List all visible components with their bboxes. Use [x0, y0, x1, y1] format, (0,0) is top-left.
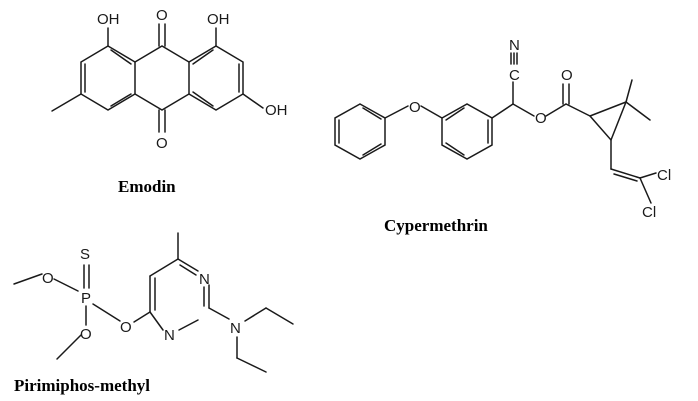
cypermethrin-o-ester: O [535, 110, 547, 127]
cypermethrin-methyl-2 [625, 101, 651, 121]
cypermethrin-o-bond-1 [512, 103, 535, 117]
cypermethrin-o-ether: O [409, 99, 421, 116]
cypermethrin-benzyl-double-3 [445, 142, 465, 156]
cypermethrin-o-carbonyl: O [561, 67, 573, 84]
pirimiphos-o-lower: O [80, 326, 92, 343]
emodin-central-ring [134, 45, 190, 111]
emodin-oh-top-left: OH [97, 11, 120, 28]
emodin-methyl-bond [51, 93, 82, 112]
cypermethrin-phenyl-double-3 [362, 107, 382, 120]
pirimiphos-methyl-name: Pirimiphos-methyl [14, 376, 150, 395]
pirimiphos-p: P [81, 290, 91, 307]
pirimiphos-methyl-upper [13, 273, 43, 285]
pirimiphos-ring-bond-6 [149, 311, 164, 331]
emodin-right-ring-double-1 [192, 49, 214, 65]
emodin-structure: OH O OH OH O Emodin [51, 7, 288, 196]
cypermethrin-cyclopropane [589, 100, 628, 142]
emodin-o-bottom: O [156, 135, 168, 152]
cypermethrin-c-nitrile: C [509, 67, 520, 84]
pirimiphos-o-p-upper [53, 278, 79, 292]
cypermethrin-ether-bond-1 [384, 105, 409, 119]
emodin-right-ring [188, 45, 244, 111]
cypermethrin-cl-bottom: Cl [642, 204, 656, 221]
pirimiphos-methyl-structure: S O P O O N N N Pirimiphos-methyl [13, 232, 294, 395]
pirimiphos-p-o-ester [92, 303, 121, 322]
cypermethrin-acyl-bond [565, 103, 591, 117]
emodin-o-top: O [156, 7, 168, 24]
cypermethrin-n: N [509, 37, 520, 54]
pirimiphos-ring-n-bond [208, 307, 230, 320]
emodin-oh-top-right: OH [207, 11, 230, 28]
cypermethrin-structure: N C O O O Cl Cl Cypermethrin [334, 37, 671, 235]
pirimiphos-ethyl-2b [236, 357, 267, 373]
cypermethrin-ch-bond [491, 103, 514, 119]
emodin-oh-bond-ring [242, 93, 264, 109]
pirimiphos-ring-bond-2 [149, 258, 179, 277]
emodin-right-ring-double-3 [192, 91, 214, 107]
cypermethrin-benzyl-double-1 [445, 107, 465, 121]
pirimiphos-ethyl-1a [244, 307, 267, 322]
emodin-name: Emodin [118, 177, 176, 196]
pirimiphos-s: S [80, 246, 90, 263]
cypermethrin-vinyl-double-2 [613, 173, 638, 182]
cypermethrin-benzyl-ring [441, 103, 493, 160]
pirimiphos-ethyl-1b [265, 307, 294, 325]
cypermethrin-methyl-1 [625, 79, 633, 103]
pirimiphos-n-ring-top: N [199, 271, 210, 288]
pirimiphos-o-ring [133, 311, 151, 323]
pirimiphos-n-ring-bottom: N [164, 327, 175, 344]
pirimiphos-ring-bond-3 [177, 258, 199, 272]
cypermethrin-cl-top: Cl [657, 167, 671, 184]
cypermethrin-cl-bond-2 [639, 177, 652, 204]
emodin-left-ring-double-3 [110, 49, 132, 65]
pirimiphos-ring-double-2 [179, 264, 197, 276]
cypermethrin-phenyl-double-2 [362, 143, 382, 156]
pirimiphos-o-ester: O [120, 319, 132, 336]
pirimiphos-ring-bond-5 [178, 319, 199, 331]
pirimiphos-n-amine: N [230, 320, 241, 337]
emodin-left-ring [80, 45, 136, 111]
cypermethrin-ether-bond-2 [420, 105, 443, 119]
cypermethrin-name: Cypermethrin [384, 216, 488, 235]
cypermethrin-o-bond-2 [545, 103, 567, 117]
pirimiphos-methyl-lower [56, 334, 82, 360]
cypermethrin-cl-bond-1 [639, 172, 657, 179]
emodin-left-ring-double-2 [110, 93, 132, 107]
cypermethrin-vinyl-double-1 [610, 168, 641, 179]
emodin-oh-right: OH [265, 102, 288, 119]
cypermethrin-phenyl-ring [334, 103, 386, 160]
pirimiphos-o-upper: O [42, 270, 54, 287]
